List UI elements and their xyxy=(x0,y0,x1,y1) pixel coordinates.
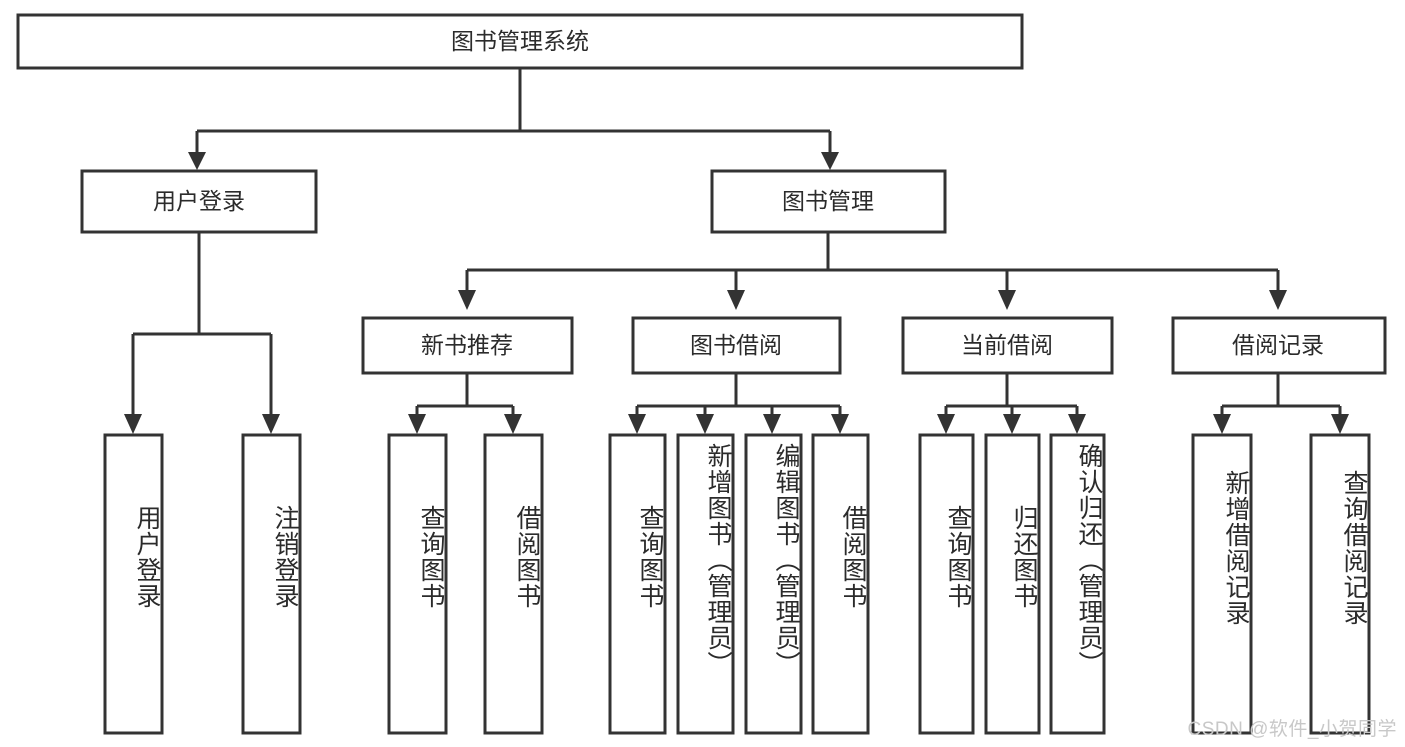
arrow-head-leaf-logout xyxy=(262,414,280,434)
leaf-box-user-login-0[interactable] xyxy=(103,433,164,735)
node-user-login[interactable] xyxy=(80,169,318,234)
node-root-label: 图书管理系统 xyxy=(451,28,589,54)
arrow-head-nb-leaf-1 xyxy=(408,414,426,434)
arrow-head-book-mgmt xyxy=(821,152,839,170)
node-new-book-recommend-label: 新书推荐 xyxy=(421,332,513,358)
arrow-head-new-book xyxy=(458,290,476,310)
arrow-head-borrow-record xyxy=(1269,290,1287,310)
node-borrow-record-label: 借阅记录 xyxy=(1232,332,1324,358)
node-root[interactable] xyxy=(16,13,1024,70)
arrow-head-current-borrow xyxy=(998,290,1016,310)
connector-layer xyxy=(124,68,1349,434)
node-book-management[interactable] xyxy=(710,169,947,234)
leaf-box-borrow-record-1[interactable] xyxy=(1309,433,1371,735)
arrow-head-cb-leaf-3 xyxy=(1068,414,1086,434)
arrow-head-bb-leaf-2 xyxy=(696,414,714,434)
leaf-box-new-book-1[interactable] xyxy=(483,433,544,735)
arrow-head-bb-leaf-3 xyxy=(763,414,781,434)
leaf-box-new-book-0[interactable] xyxy=(387,433,448,735)
arrow-head-bb-leaf-1 xyxy=(628,414,646,434)
leaf-box-current-borrow-0[interactable] xyxy=(918,433,975,735)
arrow-head-br-leaf-2 xyxy=(1331,414,1349,434)
node-user-login-label: 用户登录 xyxy=(153,188,245,214)
arrow-head-br-leaf-1 xyxy=(1213,414,1231,434)
node-book-management-label: 图书管理 xyxy=(782,188,874,214)
leaf-box-user-login-1[interactable] xyxy=(241,433,302,735)
arrow-head-cb-leaf-2 xyxy=(1003,414,1021,434)
leaf-box-current-borrow-1[interactable] xyxy=(984,433,1041,735)
leaf-box-borrow-record-0[interactable] xyxy=(1191,433,1253,735)
arrow-head-user-login xyxy=(188,152,206,170)
arrow-head-bb-leaf-4 xyxy=(831,414,849,434)
arrow-head-leaf-user-login xyxy=(124,414,142,434)
arrow-head-cb-leaf-1 xyxy=(937,414,955,434)
node-new-book-recommend[interactable] xyxy=(361,316,574,375)
leaf-box-book-borrow-1[interactable] xyxy=(676,433,735,735)
leaf-box-current-borrow-2[interactable] xyxy=(1049,433,1106,735)
node-book-borrow[interactable] xyxy=(631,316,842,375)
leaf-box-book-borrow-2[interactable] xyxy=(744,433,803,735)
leaf-box-book-borrow-0[interactable] xyxy=(608,433,667,735)
node-current-borrow-label: 当前借阅 xyxy=(961,332,1053,358)
node-borrow-record[interactable] xyxy=(1171,316,1387,375)
csdn-watermark: CSDN @软件_小贺同学 xyxy=(1187,719,1397,740)
leaf-box-book-borrow-3[interactable] xyxy=(811,433,870,735)
arrow-head-book-borrow xyxy=(727,290,745,310)
arrow-head-nb-leaf-2 xyxy=(504,414,522,434)
node-layer: 图书管理系统 用户登录 图书管理 新书推荐 图书借阅 当前借阅 借阅记录 xyxy=(16,13,1387,735)
node-book-borrow-label: 图书借阅 xyxy=(690,332,782,358)
node-current-borrow[interactable] xyxy=(901,316,1114,375)
